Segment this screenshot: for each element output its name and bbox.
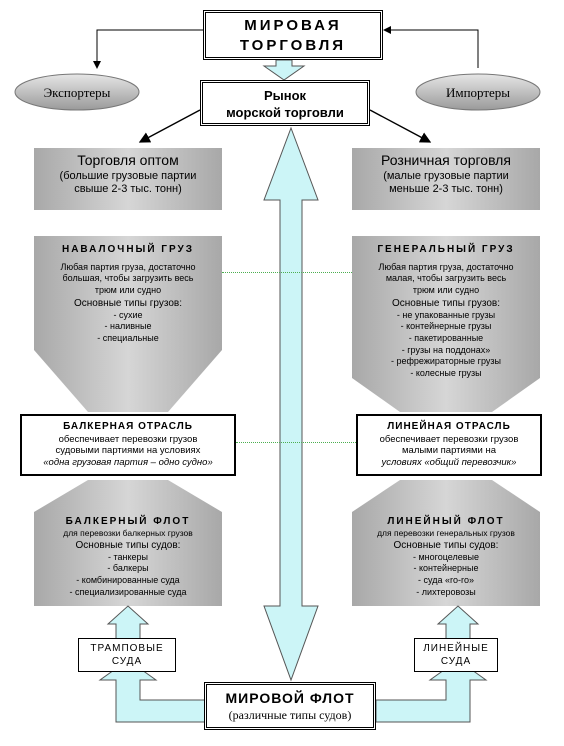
connector-wavy-2 [236, 442, 356, 443]
line-trade-to-exporters [93, 29, 203, 69]
general-cargo-text: ГЕНЕРАЛЬНЫЙ ГРУЗ Любая партия груза, дос… [352, 244, 540, 380]
bulk-cargo-text: НАВАЛОЧНЫЙ ГРУЗ Любая партия груза, дост… [34, 244, 222, 345]
world-trade-line2: ТОРГОВЛЯ [239, 37, 347, 54]
liner-fleet-funnel [352, 480, 540, 606]
liner-fleet-item: - лихтеровозы [416, 586, 476, 597]
liner-fleet-item: - суда «ro-ro» [418, 574, 474, 585]
bulk-cargo-item: - сухие [113, 309, 143, 320]
world-trade-box: МИРОВАЯ ТОРГОВЛЯ [203, 10, 383, 60]
bulk-sector-line3: «одна грузовая партия – одно судно» [43, 457, 213, 469]
general-cargo-desc1: Любая партия груза, достаточно [378, 261, 514, 272]
line-importers-to-trade [383, 26, 479, 68]
bulk-cargo-item: - наливные [104, 321, 152, 332]
general-cargo-desc3: трюм или судно [412, 284, 480, 295]
liner-fleet-item: - многоцелевые [412, 551, 480, 562]
liner-sector-line1: обеспечивает перевозки грузов [379, 433, 519, 445]
bulk-fleet-item: - балкеры [107, 563, 149, 574]
general-cargo-types-title: Основные типы грузов: [392, 297, 500, 309]
arrow-trade-market [262, 59, 306, 81]
exporters-ellipse [14, 73, 140, 111]
bulk-fleet-sub: для перевозки балкерных грузов [63, 527, 193, 538]
bulk-sector-line2: судовыми партиями на условиях [55, 445, 201, 457]
market-box: Рынок морской торговли [200, 80, 370, 126]
liner-fleet-text: ЛИНЕЙНЫЙ ФЛОТ для перевозки генеральных … [352, 516, 540, 598]
bulk-cargo-item: - специальные [97, 332, 159, 343]
bulk-fleet-item: - танкеры [107, 551, 148, 562]
wholesale-bg [34, 148, 222, 210]
bulk-sector-heading: БАЛКЕРНАЯ ОТРАСЛЬ [63, 421, 193, 432]
bulk-cargo-types-title: Основные типы грузов: [74, 297, 182, 309]
bulk-cargo-heading: НАВАЛОЧНЫЙ ГРУЗ [61, 244, 194, 255]
liner-fleet-types-title: Основные типы судов: [393, 539, 499, 551]
bulk-cargo-desc3: трюм или судно [94, 284, 162, 295]
bulk-fleet-item: - специализированные суда [69, 586, 187, 597]
liner-sector-box: ЛИНЕЙНАЯ ОТРАСЛЬ обеспечивает перевозки … [356, 414, 542, 476]
market-line2: морской торговли [226, 105, 344, 120]
liner-line2: СУДА [440, 656, 472, 667]
line-market-to-wholesale [138, 109, 201, 143]
liner-line1: ЛИНЕЙНЫЕ [423, 643, 489, 654]
liner-fleet-item: - контейнерные [413, 563, 479, 574]
retail-bg [352, 148, 540, 210]
line-market-to-retail [369, 109, 432, 143]
general-cargo-item: - колесные грузы [410, 368, 482, 378]
bulk-cargo-funnel [34, 236, 222, 412]
market-line1: Рынок [263, 88, 307, 103]
bulk-sector-box: БАЛКЕРНАЯ ОТРАСЛЬ обеспечивает перевозки… [20, 414, 236, 476]
general-cargo-item: - грузы на поддонах» [401, 344, 491, 355]
tramp-line1: ТРАМПОВЫЕ [90, 643, 164, 654]
retail-line1: (малые грузовые партии [383, 170, 509, 183]
connector-wavy-1 [222, 272, 352, 273]
liner-fleet-heading: ЛИНЕЙНЫЙ ФЛОТ [387, 516, 505, 527]
exporters-label: Экспортеры [43, 85, 111, 100]
wholesale-text: Торговля оптом (большие грузовые партии … [34, 152, 222, 195]
liner-sector-line3: условиях «общий перевозчик» [381, 457, 517, 469]
liner-sector-heading: ЛИНЕЙНАЯ ОТРАСЛЬ [387, 421, 511, 432]
bulk-cargo-desc2: большая, чтобы загрузить весь [62, 273, 194, 284]
world-fleet-line2: (различные типы судов) [228, 708, 352, 722]
bulk-sector-line1: обеспечивает перевозки грузов [58, 433, 198, 445]
bulk-fleet-item: - комбинированные суда [76, 574, 180, 585]
retail-text: Розничная торговля (малые грузовые парти… [352, 152, 540, 195]
wholesale-line1: (большие грузовые партии [59, 170, 197, 183]
tramp-ships-box: ТРАМПОВЫЕ СУДА [78, 638, 176, 672]
wholesale-line2: свыше 2-3 тыс. тонн) [74, 182, 182, 195]
world-trade-line1: МИРОВАЯ [244, 17, 342, 34]
importers-ellipse [415, 73, 541, 111]
general-cargo-item: - пакетированные [408, 332, 484, 343]
liner-fleet-sub: для перевозки генеральных грузов [377, 527, 515, 538]
big-double-arrow [263, 126, 319, 682]
liner-ships-box: ЛИНЕЙНЫЕ СУДА [414, 638, 498, 672]
bulk-fleet-funnel [34, 480, 222, 606]
bulk-cargo-desc1: Любая партия груза, достаточно [60, 261, 196, 272]
tramp-line2: СУДА [111, 656, 143, 667]
importers-label: Импортеры [445, 85, 511, 100]
general-cargo-item: - контейнерные грузы [400, 321, 492, 332]
world-fleet-line1: МИРОВОЙ ФЛОТ [225, 690, 355, 706]
world-fleet-box: МИРОВОЙ ФЛОТ (различные типы судов) [204, 682, 376, 730]
general-cargo-desc2: малая, чтобы загрузить весь [385, 273, 507, 284]
retail-line2: меньше 2-3 тыс. тонн) [389, 182, 503, 195]
liner-sector-line2: малыми партиями на [402, 445, 496, 457]
wholesale-title: Торговля оптом [77, 152, 179, 168]
bulk-fleet-types-title: Основные типы судов: [75, 539, 181, 551]
general-cargo-heading: ГЕНЕРАЛЬНЫЙ ГРУЗ [377, 244, 515, 255]
retail-title: Розничная торговля [381, 152, 511, 168]
bulk-fleet-text: БАЛКЕРНЫЙ ФЛОТ для перевозки балкерных г… [34, 516, 222, 598]
general-cargo-item: - рефрежираторные грузы [391, 356, 501, 367]
general-cargo-funnel [352, 236, 540, 412]
general-cargo-item: - не упакованные грузы [396, 309, 496, 320]
bulk-fleet-heading: БАЛКЕРНЫЙ ФЛОТ [65, 516, 191, 527]
arrow-up-liner [436, 605, 480, 641]
arrow-up-tramp [106, 605, 150, 641]
